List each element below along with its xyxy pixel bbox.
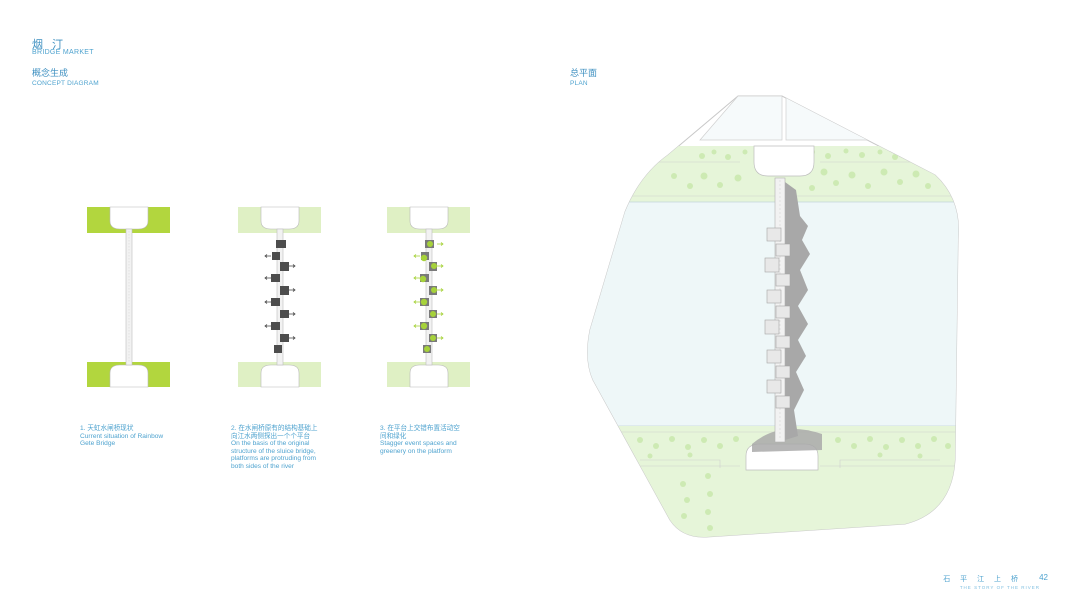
caption-step-2-line1: 2. 在水闸桥原有的结构基础上 xyxy=(231,425,318,432)
caption-step-1-line2: Current situation of Rainbow xyxy=(80,432,164,440)
plan-abutment-north xyxy=(753,145,815,177)
bridge-deck-3 xyxy=(425,228,433,366)
arrows-3 xyxy=(413,242,444,340)
bridge-deck-2 xyxy=(276,228,284,366)
caption-step-3-line1: 3. 在平台上交错布置活动空 xyxy=(380,425,460,432)
concept-diagram-1 xyxy=(87,206,170,388)
concept-title-en: CONCEPT DIAGRAM xyxy=(32,80,99,87)
concept-diagram-3 xyxy=(387,206,470,388)
abutment-bottom-2 xyxy=(260,364,300,388)
arrows-2 xyxy=(264,254,296,340)
caption-step-3: 3. 在平台上交错布置活动空 间和绿化 Stagger event spaces… xyxy=(380,425,460,455)
page-title-en: BRIDGE MARKET xyxy=(32,49,94,56)
page-title-cn: 烟 汀 xyxy=(32,39,67,51)
caption-step-3-line4: greenery on the platform xyxy=(380,447,452,455)
abutment-top-2 xyxy=(260,206,300,230)
footer-title-en: THE STORY OF THE RIVER xyxy=(959,585,1040,590)
plan-title-cn: 总平面 xyxy=(570,68,598,78)
abutment-top-3 xyxy=(409,206,449,230)
caption-step-2-line4: structure of the sluice bridge, xyxy=(231,447,316,455)
caption-step-2-line2: 向江水两侧探出一个个平台 xyxy=(231,432,311,440)
caption-step-3-line3: Stagger event spaces and xyxy=(380,440,457,448)
abutment-bottom-1 xyxy=(109,364,149,388)
greenery-3 xyxy=(419,241,437,352)
caption-step-3-line2: 间和绿化 xyxy=(380,432,407,440)
concept-diagram-2 xyxy=(238,206,321,388)
concept-title-cn: 概念生成 xyxy=(32,68,69,78)
site-plan xyxy=(587,95,960,538)
bridge-greenery xyxy=(785,182,810,440)
caption-step-2-line3: On the basis of the original xyxy=(231,440,310,448)
caption-step-2-line5: platforms are protruding from xyxy=(231,455,317,463)
footer-title-cn: 石 平 江 上 桥 xyxy=(943,576,1022,583)
caption-step-1-line3: Gete Bridge xyxy=(80,440,116,448)
caption-step-2: 2. 在水闸桥原有的结构基础上 向江水两侧探出一个个平台 On the basi… xyxy=(231,425,317,471)
south-trees xyxy=(637,436,951,531)
plan-title-en: PLAN xyxy=(570,80,588,87)
platforms-2 xyxy=(271,240,289,353)
caption-step-1-line1: 1. 天虹水闸桥现状 xyxy=(80,425,134,432)
north-trees xyxy=(671,148,931,191)
caption-step-2-line6: both sides of the river xyxy=(231,462,295,470)
abutment-top-1 xyxy=(109,206,149,230)
page-number: 42 xyxy=(1039,573,1048,582)
abutment-bottom-3 xyxy=(409,364,449,388)
plan-platforms xyxy=(764,227,791,409)
caption-step-1: 1. 天虹水闸桥现状 Current situation of Rainbow … xyxy=(80,425,163,448)
